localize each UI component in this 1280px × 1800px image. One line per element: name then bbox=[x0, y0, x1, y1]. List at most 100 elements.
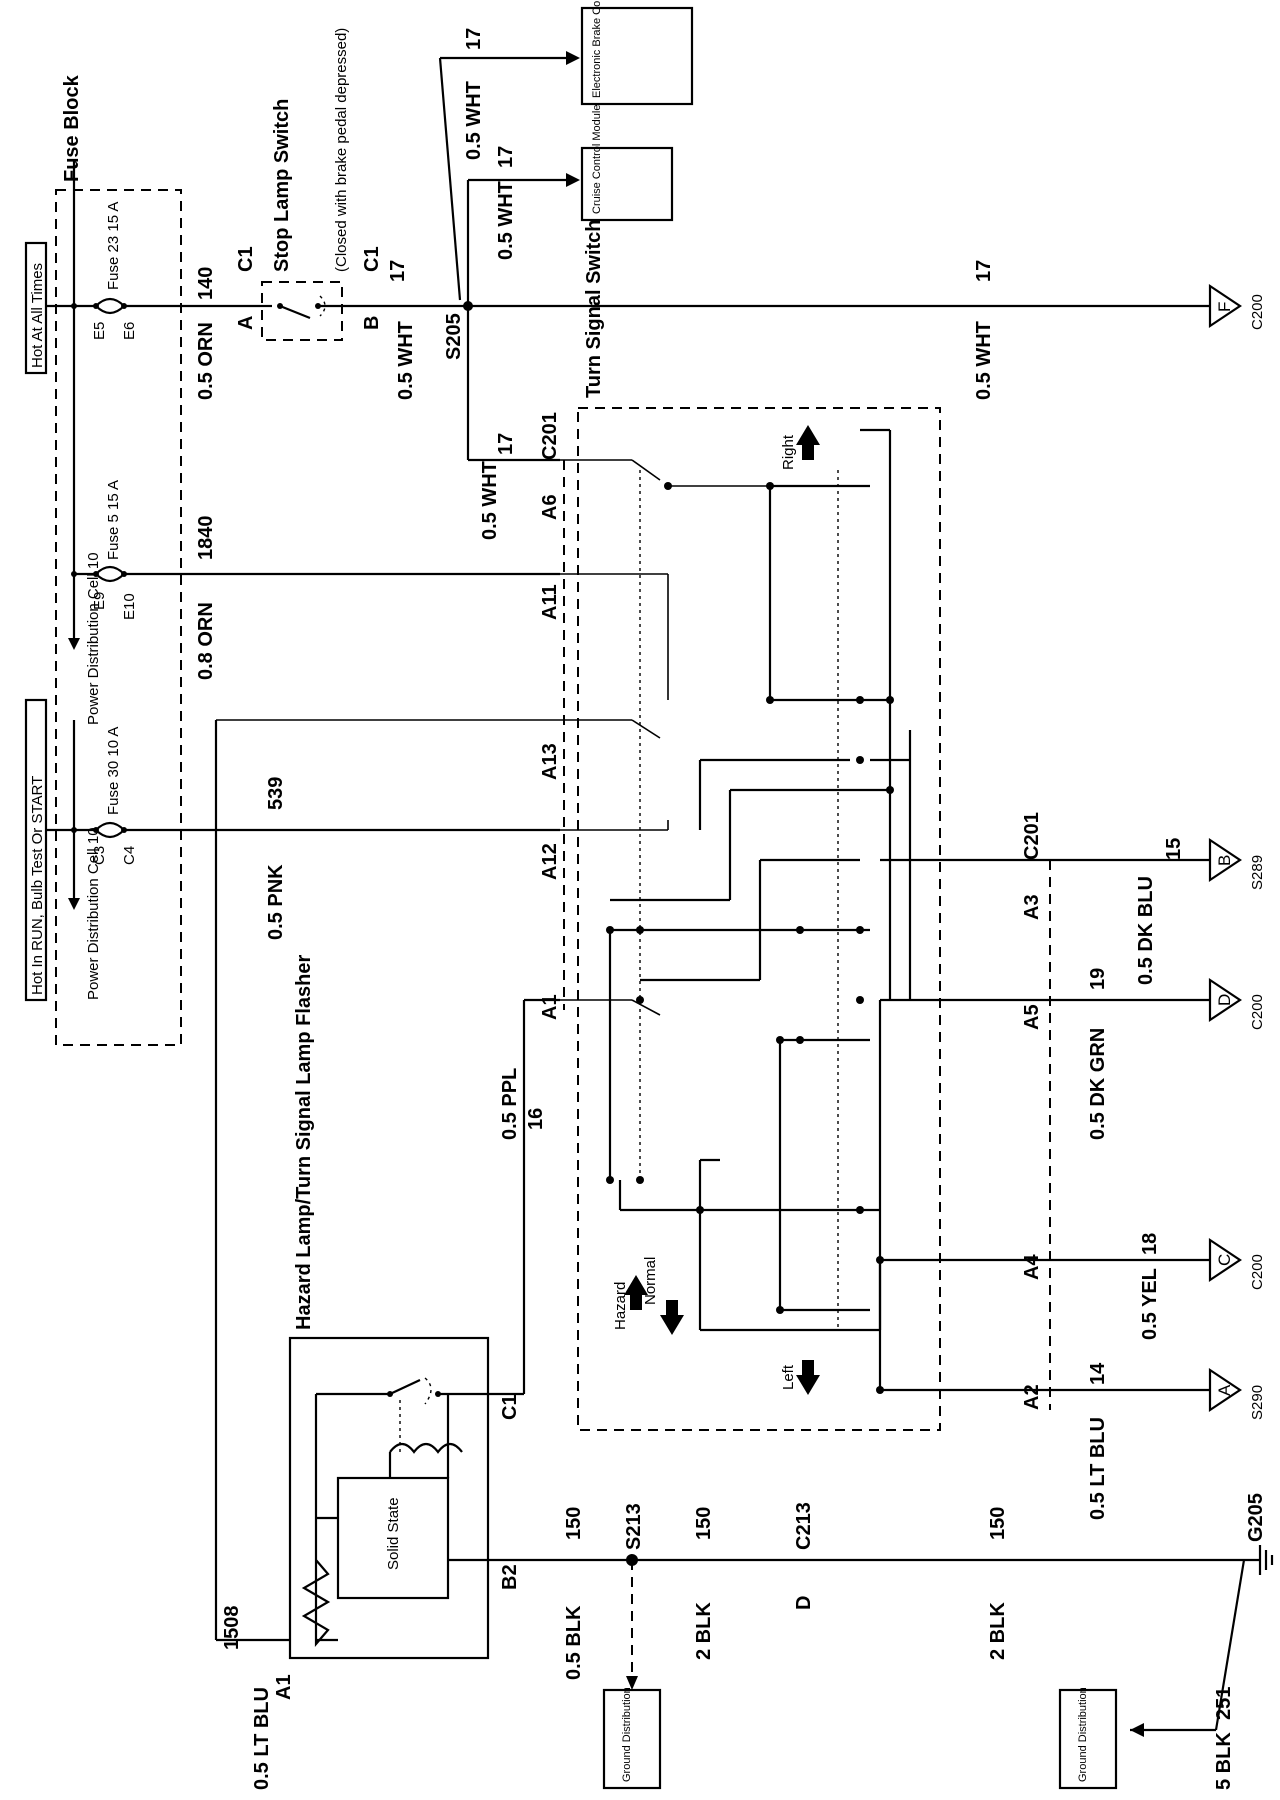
pin-a11: A11 bbox=[539, 584, 561, 620]
solid-state-box bbox=[336, 1476, 450, 1600]
hot-all-label: Hot At All Times bbox=[29, 263, 46, 368]
wire-ppl-ckt: 16 bbox=[525, 1108, 547, 1130]
wire-dkgrn-ckt: 19 bbox=[1087, 968, 1109, 990]
wire-ltblu1: 0.5 LT BLU bbox=[251, 1687, 273, 1790]
wire-dkgrn: 0.5 DK GRN bbox=[1087, 1028, 1109, 1140]
wire-orn5-ckt: 140 bbox=[195, 267, 217, 300]
pin-a12: A12 bbox=[539, 843, 561, 880]
wire-ltblu1-ckt: 1508 bbox=[221, 1606, 243, 1651]
pdc-right-label: Power Distribution Cell 10 bbox=[85, 552, 102, 725]
ground-distribution-1: Ground Distribution bbox=[602, 1687, 662, 1790]
pin-a2: A2 bbox=[1021, 1384, 1043, 1410]
ground-dist-2-label: Ground Distribution bbox=[1077, 1687, 1089, 1782]
pin-e5: E5 bbox=[91, 322, 108, 340]
fuse-block-outline bbox=[55, 189, 182, 1046]
ref-d-loc: C200 bbox=[1249, 994, 1266, 1030]
ebcm-module: Electronic Brake Control Module bbox=[580, 0, 694, 106]
stop-lamp-label: Stop Lamp Switch bbox=[271, 99, 293, 272]
ref-b: B bbox=[1215, 855, 1234, 866]
ref-f: F bbox=[1215, 302, 1234, 312]
wire-pnk-ckt: 539 bbox=[265, 777, 287, 810]
pdc-left-label: Power Distribution Cell 10 bbox=[85, 827, 102, 1000]
wire-wht-stop: 0.5 WHT bbox=[395, 321, 417, 400]
ground-distribution-2: Ground Distribution bbox=[1058, 1687, 1118, 1790]
wire-dkblu-ckt: 15 bbox=[1163, 838, 1185, 860]
splice-s205: S205 bbox=[443, 313, 465, 360]
fuse-30: Fuse 30 10 A C3 C4 bbox=[74, 727, 560, 865]
wire-wht-a6: 0.5 WHT bbox=[479, 461, 501, 540]
wire-orn5: 0.5 ORN bbox=[195, 322, 217, 400]
ref-f-c200: F C200 bbox=[1208, 283, 1266, 330]
wire-blk05-ckt: 150 bbox=[563, 1507, 585, 1540]
stop-lamp-switch: C1 A C1 B Stop Lamp Switch (Closed with … bbox=[235, 28, 460, 341]
wire-orn8: 0.8 ORN bbox=[195, 602, 217, 680]
dir-left: Left bbox=[780, 1364, 797, 1390]
fuse-block-text: Fuse Block bbox=[61, 74, 83, 182]
hot-all-box bbox=[24, 241, 48, 375]
ref-a-s290: A S290 bbox=[1208, 1367, 1266, 1420]
turn-signal-switch: Turn Signal Switch A6 A11 A13 A12 A1 Rig… bbox=[216, 219, 1080, 1431]
ref-a: A bbox=[1215, 1384, 1234, 1396]
wire-ltblu2: 0.5 LT BLU bbox=[1087, 1417, 1109, 1520]
ground-g205: G205 bbox=[1245, 1493, 1274, 1575]
dir-right: Right bbox=[780, 434, 797, 470]
stop-c1-bot: C1 bbox=[361, 246, 383, 272]
pin-a1: A1 bbox=[539, 994, 561, 1020]
hot-run-label: Hot In RUN, Bulb Test Or START bbox=[29, 776, 46, 995]
wire-yel: 0.5 YEL bbox=[1139, 1268, 1161, 1340]
flasher-pin-c1: C1 bbox=[499, 1394, 521, 1420]
wire-orn8-ckt: 1840 bbox=[195, 516, 217, 561]
ground-dist-1-label: Ground Distribution bbox=[621, 1687, 633, 1782]
ground-g205-label: G205 bbox=[1245, 1493, 1267, 1542]
wire-yel-ckt: 18 bbox=[1139, 1233, 1161, 1255]
stop-c1-top: C1 bbox=[235, 246, 257, 272]
cruise-label: Cruise Control Module bbox=[591, 105, 603, 214]
wire-wht-cruise-ckt: 17 bbox=[495, 146, 517, 168]
fuse-block-label: Fuse Block bbox=[61, 74, 83, 182]
stop-lamp-note: (Closed with brake pedal depressed) bbox=[333, 28, 350, 272]
pin-c4: C4 bbox=[121, 846, 138, 865]
wire-wht-cruise: 0.5 WHT bbox=[495, 181, 517, 260]
dir-normal: Normal bbox=[642, 1257, 659, 1305]
ref-d: D bbox=[1215, 994, 1234, 1006]
fuse-5-label: Fuse 5 15 A bbox=[105, 480, 122, 560]
wire-wht-a6-ckt: 17 bbox=[495, 433, 517, 455]
hot-run-feed: Hot In RUN, Bulb Test Or START bbox=[24, 698, 48, 1002]
pin-a5: A5 bbox=[1021, 1004, 1043, 1030]
ref-d-c200: D C200 bbox=[1208, 977, 1266, 1030]
solid-state-label: Solid State bbox=[385, 1497, 402, 1570]
wire-blk2b-ckt: 150 bbox=[987, 1507, 1009, 1540]
pin-c3: C3 bbox=[91, 846, 108, 865]
ref-c-c200: C C200 bbox=[1208, 1237, 1266, 1290]
wire-ltblu2-ckt: 14 bbox=[1087, 1362, 1109, 1385]
ref-b-loc: S289 bbox=[1249, 855, 1266, 890]
pin-a13: A13 bbox=[539, 743, 561, 780]
conn-c213-pin-d: D bbox=[793, 1596, 815, 1610]
ref-c-loc: C200 bbox=[1249, 1254, 1266, 1290]
wire-blk2b: 2 BLK bbox=[987, 1602, 1009, 1660]
wire-ppl: 0.5 PPL bbox=[499, 1068, 521, 1140]
pin-a3: A3 bbox=[1021, 894, 1043, 920]
wire-pnk: 0.5 PNK bbox=[265, 864, 287, 940]
flasher-title: Hazard Lamp/Turn Signal Lamp Flasher bbox=[293, 955, 315, 1330]
stop-pin-b: B bbox=[361, 316, 383, 330]
ref-a-loc: S290 bbox=[1249, 1385, 1266, 1420]
conn-c213: C213 bbox=[793, 1502, 815, 1550]
stop-pin-a: A bbox=[235, 316, 257, 330]
fuse-5: Fuse 5 15 A E9 E10 bbox=[74, 480, 560, 620]
hot-run-box bbox=[24, 698, 48, 1002]
wire-blk05: 0.5 BLK bbox=[563, 1605, 585, 1680]
hot-all-feed: Hot At All Times bbox=[24, 241, 48, 375]
wire-wht-top: 0.5 WHT bbox=[463, 81, 485, 160]
pin-a4: A4 bbox=[1021, 1254, 1043, 1280]
c201-top: C201 bbox=[539, 412, 561, 460]
dir-hazard: Hazard bbox=[612, 1282, 629, 1330]
wire-wht-top-ckt: 17 bbox=[463, 28, 485, 50]
flasher: Hazard Lamp/Turn Signal Lamp Flasher Sol… bbox=[288, 955, 490, 1660]
wire-blk2a: 2 BLK bbox=[693, 1602, 715, 1660]
c201-bot: C201 bbox=[1021, 812, 1043, 860]
wire-wht-stop-ckt: 17 bbox=[387, 260, 409, 282]
splice-s213: S213 bbox=[623, 1503, 645, 1550]
